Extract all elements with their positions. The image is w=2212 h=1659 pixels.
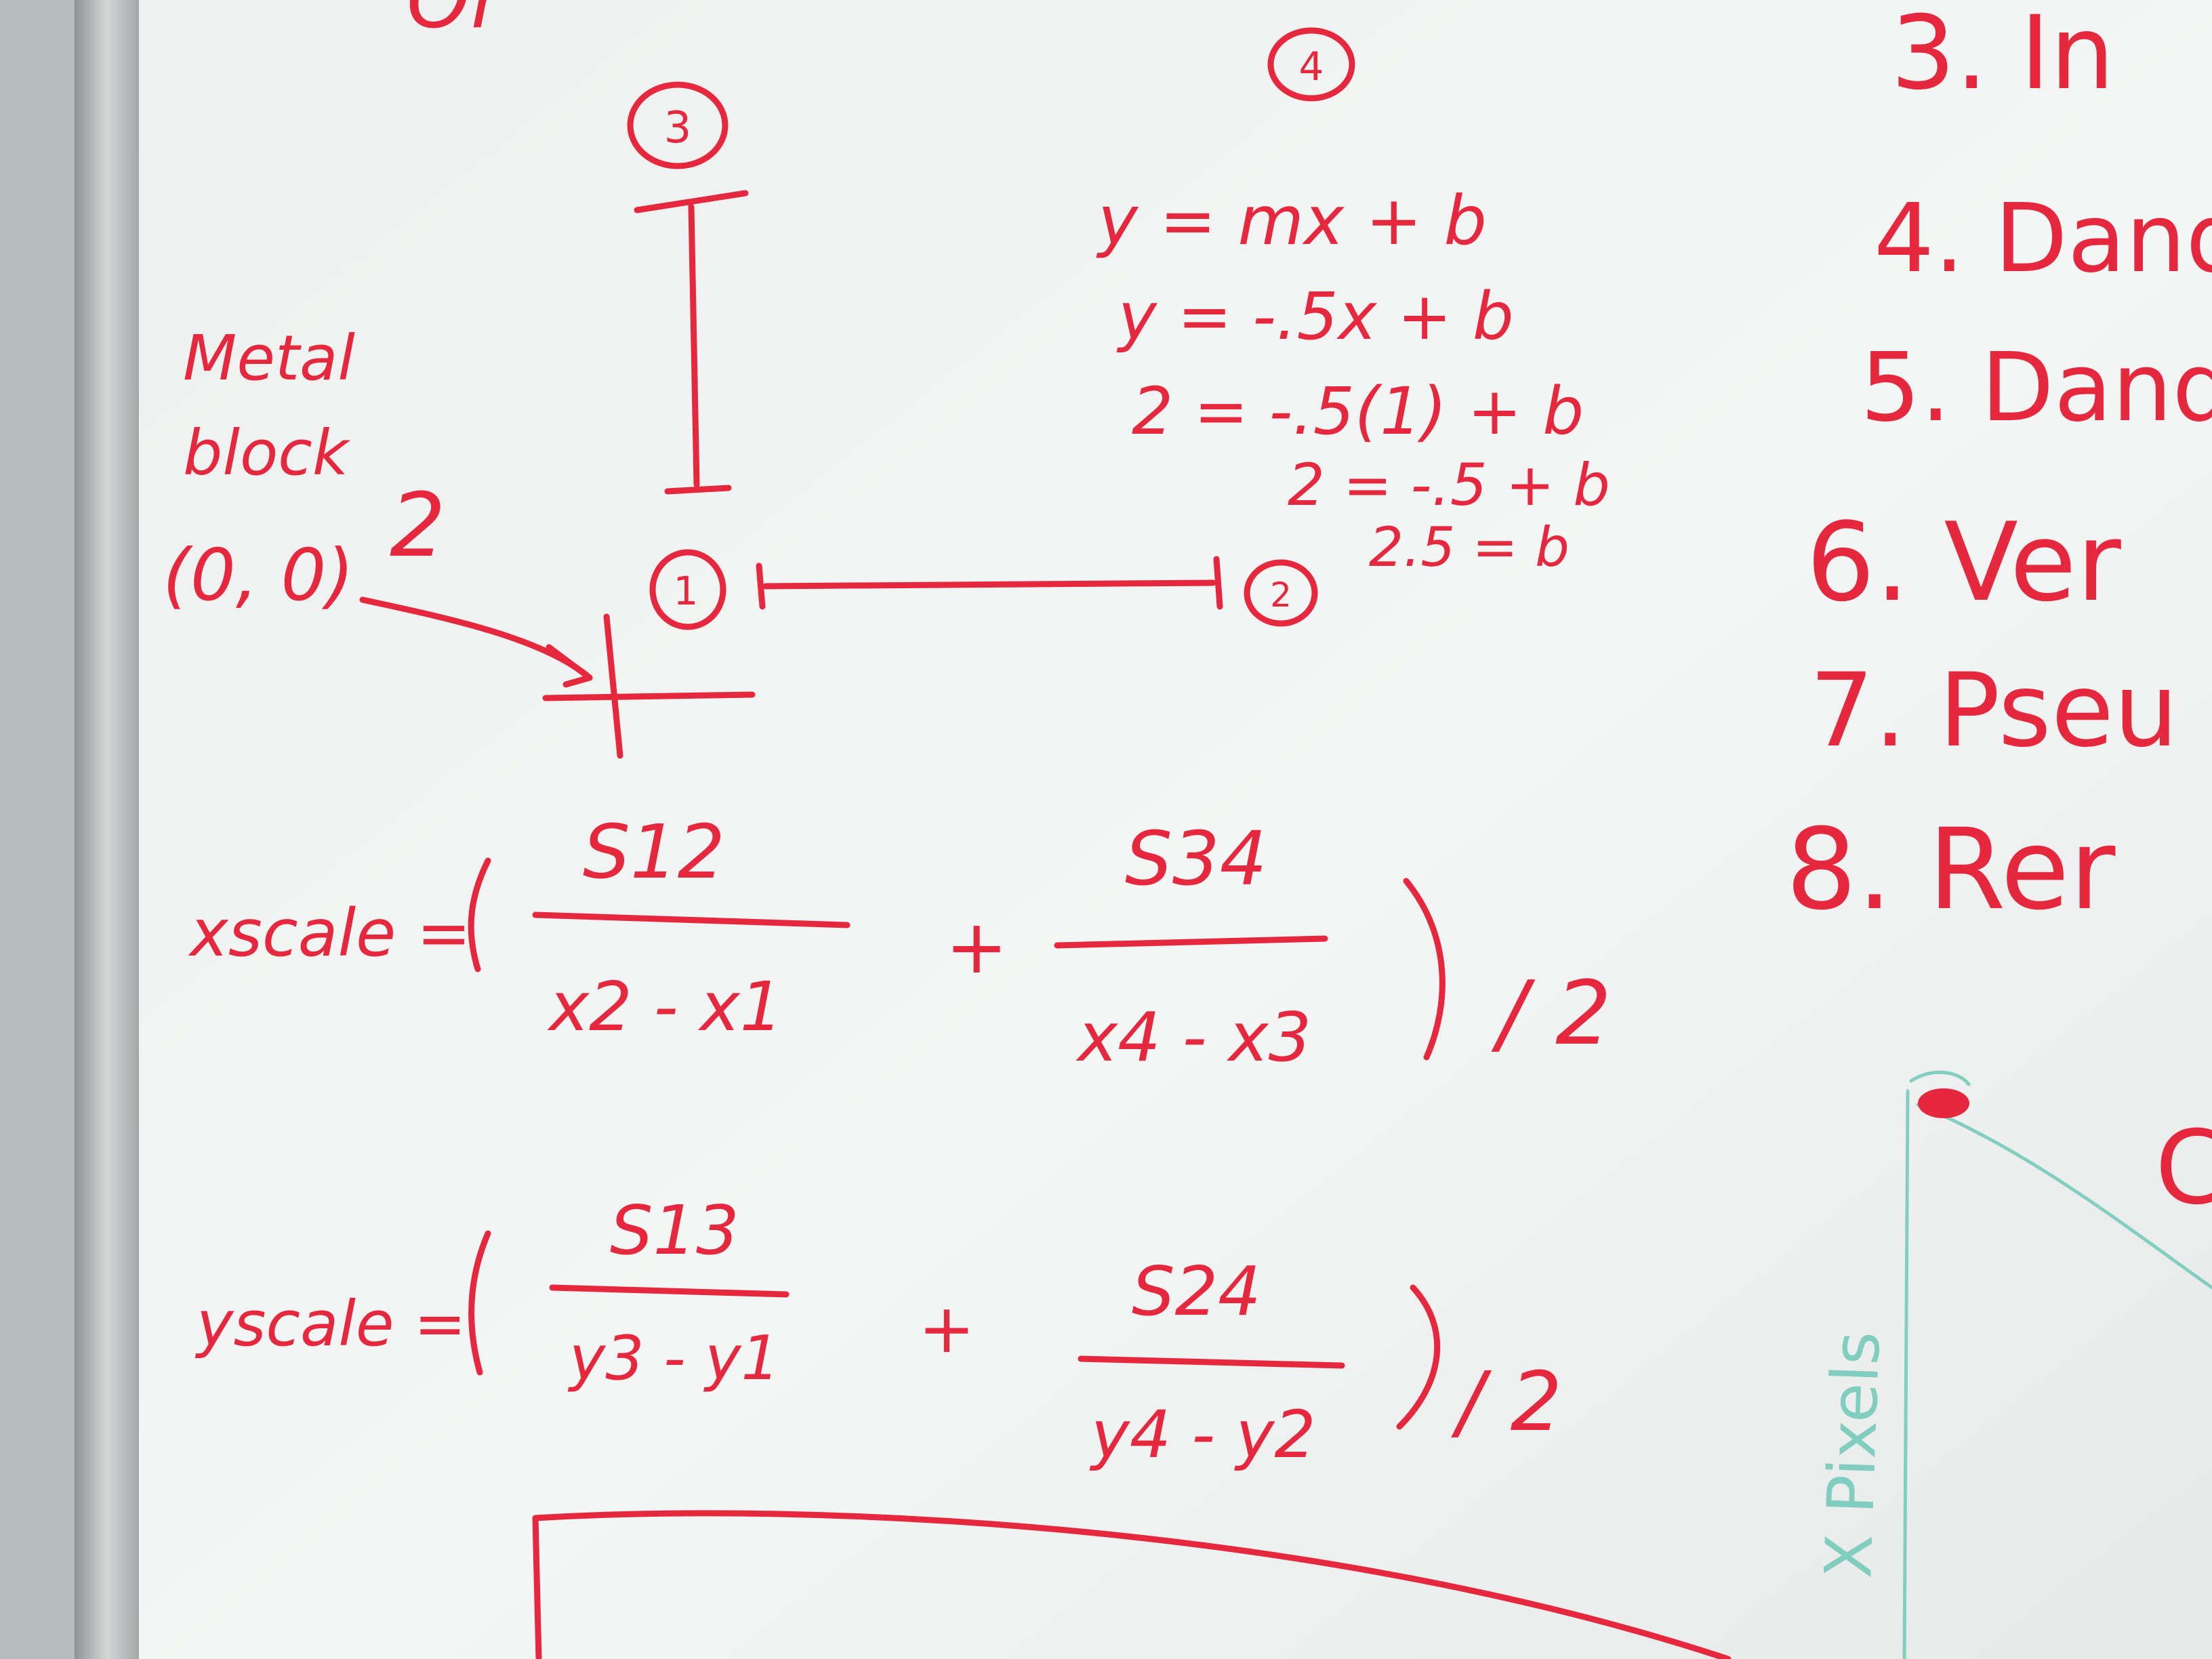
teal-side-label: X Pixels (1811, 1330, 1895, 1580)
origin-cross (542, 613, 756, 759)
xscale-open-paren (468, 857, 491, 972)
yscale-formula: yscale = S13 y3 - y1 + S24 y4 - y2 / 2 (194, 1191, 1562, 1473)
xscale-plus: + (945, 903, 1008, 990)
landmark-3: 3 (627, 81, 729, 169)
xscale-den2: x4 - x3 (1076, 998, 1311, 1077)
board-frame (75, 0, 139, 1659)
red-dot (1918, 1088, 1969, 1118)
xscale-den1: x2 - x1 (547, 967, 783, 1046)
horizontal-measure-bar (756, 556, 1223, 610)
equation-line-1: y = mx + b (1096, 181, 1487, 260)
yscale-div: / 2 (1451, 1355, 1562, 1450)
wall-strip (0, 0, 88, 1659)
step-8: 8. Rer (1786, 804, 2116, 935)
board-surface (139, 0, 2212, 1659)
landmark-1: 1 (649, 549, 726, 630)
xscale-num1: S12 (583, 808, 725, 895)
svg-text:3: 3 (664, 103, 692, 153)
edge-mark: C (2155, 1109, 2212, 1227)
yscale-fraction-bar-1 (549, 1284, 790, 1298)
xscale-fraction-bar-1 (532, 912, 851, 928)
yscale-den1: y3 - y1 (567, 1323, 780, 1394)
block-label-line2: block (183, 417, 351, 489)
origin-label: (0, 0) (163, 534, 354, 617)
bottom-arrow-line (532, 1510, 1732, 1659)
yscale-den2: y4 - y2 (1089, 1397, 1315, 1473)
svg-text:2: 2 (1270, 575, 1292, 615)
equation-line-4: 2 = -.5 + b (1288, 451, 1610, 519)
landmark-2: 2 (1244, 559, 1318, 627)
xscale-num2: S34 (1125, 815, 1267, 902)
xscale-close-paren (1403, 878, 1446, 1061)
bracket-mark: 2 (390, 474, 446, 577)
xscale-formula: xscale = S12 x2 - x1 + S34 x4 - x3 / 2 (188, 808, 1612, 1077)
xscale-div: / 2 (1491, 962, 1612, 1065)
yscale-open-paren (468, 1230, 491, 1376)
step-4: 4. Dandeli (1874, 184, 2212, 294)
svg-text:4: 4 (1299, 43, 1324, 89)
origin-arrow (359, 596, 593, 688)
landmark-4: 4 (1267, 27, 1355, 102)
teal-sketch: X Pixels (1811, 1070, 2212, 1659)
svg-text:1: 1 (674, 568, 699, 614)
yscale-fraction-bar-2 (1078, 1355, 1345, 1369)
equation-line-3: 2 = -.5(1) + b (1132, 373, 1584, 449)
equation-line-5: 2.5 = b (1369, 516, 1570, 579)
block-label-line1: Metal (183, 322, 355, 394)
yscale-label: yscale = (194, 1288, 466, 1360)
yscale-plus: + (918, 1289, 975, 1368)
yscale-num1: S13 (610, 1191, 739, 1270)
equation-line-2: y = -.5x + b (1116, 279, 1514, 354)
yscale-close-paren (1396, 1284, 1441, 1430)
xscale-fraction-bar-2 (1054, 935, 1328, 949)
vertical-measure-bar (634, 190, 749, 495)
step-3: 3. In (1891, 0, 2114, 112)
top-cut-text: Or (407, 0, 508, 47)
yscale-num2: S24 (1132, 1252, 1261, 1331)
step-5: 5. Dandeli (1860, 333, 2212, 443)
step-6: 6. Ver (1806, 499, 2121, 626)
step-7: 7. Pseu (1809, 652, 2178, 770)
xscale-label: xscale = (188, 895, 471, 971)
